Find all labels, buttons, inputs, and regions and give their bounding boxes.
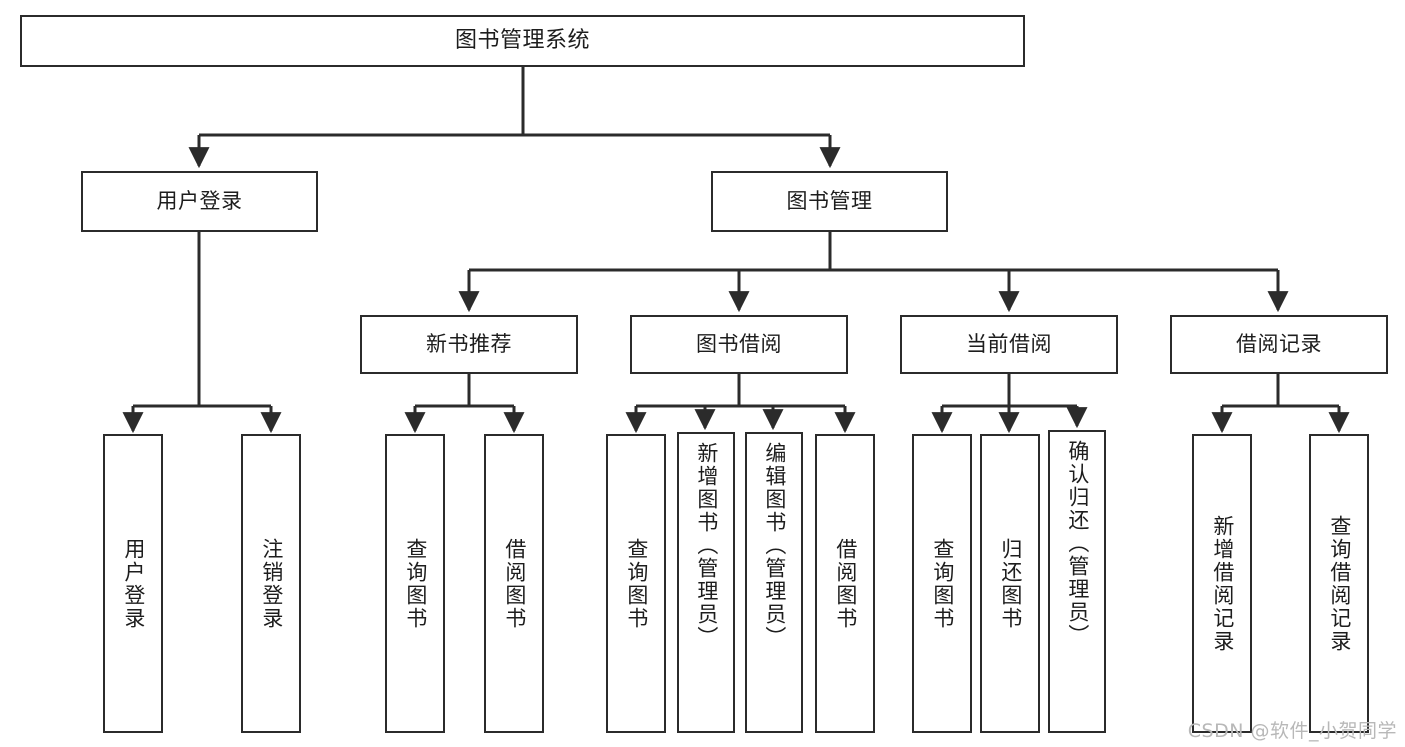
node-leaf-user-login[interactable]: 用户登录	[103, 434, 163, 733]
node-leaf-add-book[interactable]: 新增图书（管理员）	[677, 432, 735, 733]
node-borrow-record-label: 借阅记录	[1236, 331, 1322, 356]
node-leaf-borrow-book-1-label: 借阅图书	[502, 537, 527, 630]
node-current-borrow-label: 当前借阅	[966, 331, 1052, 356]
node-book-borrow-label: 图书借阅	[696, 331, 782, 356]
node-leaf-edit-book-label: 编辑图书（管理员）	[762, 442, 787, 649]
node-leaf-query-book-1[interactable]: 查询图书	[385, 434, 445, 733]
node-borrow-record[interactable]: 借阅记录	[1170, 315, 1388, 374]
node-leaf-return-book-label: 归还图书	[998, 537, 1023, 630]
node-leaf-query-book-2[interactable]: 查询图书	[606, 434, 666, 733]
node-leaf-user-logout-label: 注销登录	[259, 537, 284, 630]
node-root[interactable]: 图书管理系统	[20, 15, 1025, 67]
node-leaf-user-logout[interactable]: 注销登录	[241, 434, 301, 733]
node-leaf-edit-book[interactable]: 编辑图书（管理员）	[745, 432, 803, 733]
node-leaf-query-book-3[interactable]: 查询图书	[912, 434, 972, 733]
node-leaf-user-login-label: 用户登录	[121, 537, 146, 630]
node-leaf-add-record-label: 新增借阅记录	[1210, 514, 1235, 653]
node-leaf-confirm-return-label: 确认归还（管理员）	[1065, 440, 1090, 647]
node-leaf-query-book-2-label: 查询图书	[624, 537, 649, 630]
node-user-login-label: 用户登录	[156, 188, 243, 213]
node-leaf-add-record[interactable]: 新增借阅记录	[1192, 434, 1252, 733]
node-current-borrow[interactable]: 当前借阅	[900, 315, 1118, 374]
node-new-book-rec[interactable]: 新书推荐	[360, 315, 578, 374]
node-root-label: 图书管理系统	[454, 27, 590, 53]
node-leaf-borrow-book-1[interactable]: 借阅图书	[484, 434, 544, 733]
node-book-manage-label: 图书管理	[786, 188, 873, 213]
node-leaf-add-book-label: 新增图书（管理员）	[694, 442, 719, 649]
node-book-borrow[interactable]: 图书借阅	[630, 315, 848, 374]
node-leaf-borrow-book-2-label: 借阅图书	[833, 537, 858, 630]
node-leaf-query-book-1-label: 查询图书	[403, 537, 428, 630]
node-leaf-borrow-book-2[interactable]: 借阅图书	[815, 434, 875, 733]
node-book-manage[interactable]: 图书管理	[711, 171, 948, 232]
node-leaf-query-book-3-label: 查询图书	[930, 537, 955, 630]
node-user-login[interactable]: 用户登录	[81, 171, 318, 232]
watermark: CSDN @软件_小贺同学	[1187, 720, 1397, 742]
node-leaf-confirm-return[interactable]: 确认归还（管理员）	[1048, 430, 1106, 733]
node-leaf-query-record-label: 查询借阅记录	[1327, 514, 1352, 653]
node-leaf-return-book[interactable]: 归还图书	[980, 434, 1040, 733]
node-new-book-rec-label: 新书推荐	[426, 331, 512, 356]
node-leaf-query-record[interactable]: 查询借阅记录	[1309, 434, 1369, 733]
